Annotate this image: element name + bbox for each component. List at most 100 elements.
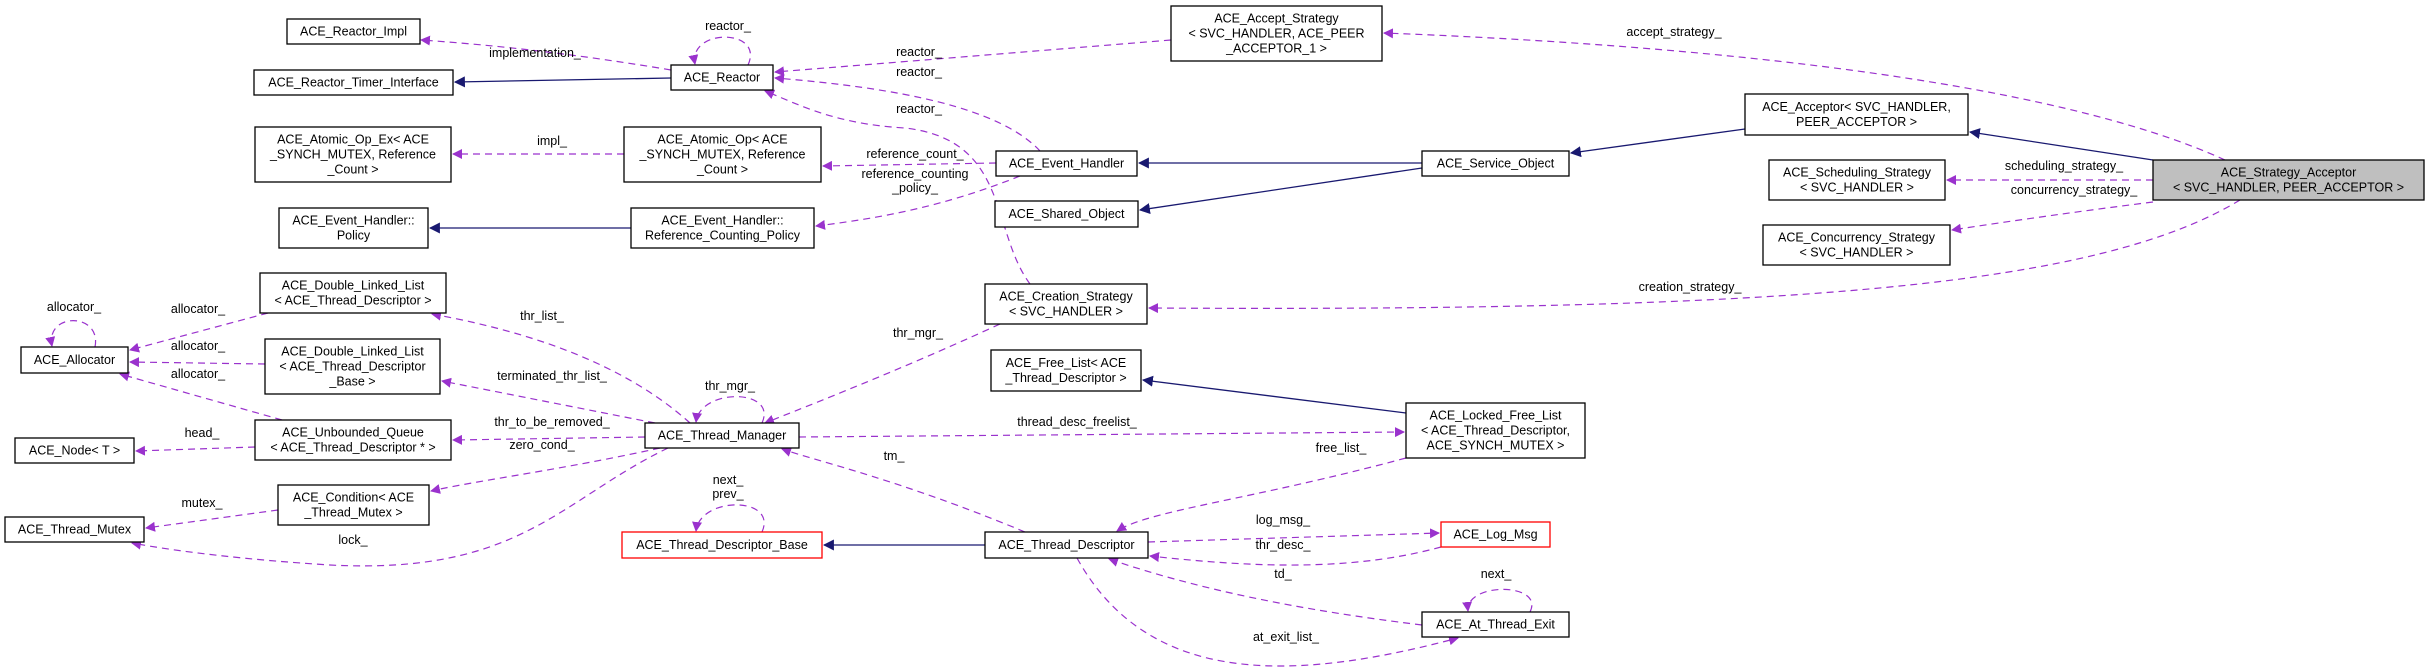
usage-edge-tdb-to-tdb: next_prev_ [692, 473, 765, 533]
usage-edge-atomic-to-atomic_ex: impl_ [452, 134, 624, 159]
node-label-line: ACE_Node< T > [29, 444, 120, 458]
edge-label: thread_desc_freelist_ [1017, 415, 1138, 429]
node-box[interactable] [2152, 159, 2425, 201]
class-node-dllb[interactable]: ACE_Double_Linked_List< ACE_Thread_Descr… [264, 338, 441, 395]
edge-label: prev_ [712, 487, 744, 501]
edge-line [1108, 557, 1423, 626]
usage-edge-dll-to-allocator: allocator_ [129, 302, 269, 353]
node-box[interactable] [278, 207, 429, 249]
edge-line [692, 396, 765, 424]
node-label-line: ACE_Allocator [34, 353, 115, 367]
class-node-atomic-ex[interactable]: ACE_Atomic_Op_Ex< ACE_SYNCH_MUTEX, Refer… [254, 126, 452, 183]
node-box[interactable] [990, 349, 1142, 392]
node-label-line: ACE_Scheduling_Strategy [1783, 166, 1932, 180]
class-node-reactor-impl[interactable]: ACE_Reactor_Impl [286, 18, 421, 45]
edge-label: reactor_ [896, 45, 943, 59]
node-box[interactable] [995, 150, 1138, 177]
node-label-line: _SYNCH_MUTEX, Reference [638, 148, 805, 162]
node-label-line: < SVC_HANDLER > [1800, 246, 1914, 260]
class-node-logmsg[interactable]: ACE_Log_Msg [1440, 521, 1551, 548]
node-box[interactable] [1421, 611, 1570, 638]
usage-edge-reactor-to-reactor_impl: implementation_ [420, 35, 672, 71]
class-node-mutex[interactable]: ACE_Thread_Mutex [4, 516, 145, 543]
node-box[interactable] [623, 126, 822, 183]
class-node-td[interactable]: ACE_Thread_Descriptor [984, 531, 1149, 559]
node-box[interactable] [264, 338, 441, 395]
edge-label: allocator_ [171, 302, 226, 316]
node-box[interactable] [14, 437, 135, 464]
node-box[interactable] [994, 200, 1139, 228]
edge-line [1968, 128, 2154, 161]
edge-line [420, 35, 672, 71]
usage-edge-creation-to-tm: thr_mgr_ [764, 323, 1001, 425]
class-node-sho[interactable]: ACE_Shared_Object [994, 200, 1139, 228]
class-node-accept[interactable]: ACE_Accept_Strategy< SVC_HANDLER, ACE_PE… [1170, 5, 1383, 62]
class-node-allocator[interactable]: ACE_Allocator [20, 346, 129, 374]
class-node-sched[interactable]: ACE_Scheduling_Strategy< SVC_HANDLER > [1768, 159, 1946, 201]
node-label-line: Policy [337, 229, 371, 243]
class-node-creation[interactable]: ACE_Creation_Strategy< SVC_HANDLER > [984, 283, 1148, 325]
class-node-atomic[interactable]: ACE_Atomic_Op< ACE_SYNCH_MUTEX, Referenc… [623, 126, 822, 183]
class-node-reactor[interactable]: ACE_Reactor [670, 64, 774, 91]
class-node-dll[interactable]: ACE_Double_Linked_List< ACE_Thread_Descr… [259, 272, 447, 314]
node-box[interactable] [644, 422, 800, 449]
edge-label: thr_to_be_removed_ [494, 415, 610, 429]
class-node-freelist[interactable]: ACE_Free_List< ACE_Thread_Descriptor > [990, 349, 1142, 392]
class-node-policy[interactable]: ACE_Event_Handler::Policy [278, 207, 429, 249]
edge-label: reactor_ [705, 19, 752, 33]
node-box[interactable] [621, 531, 823, 559]
class-node-cond[interactable]: ACE_Condition< ACE_Thread_Mutex > [277, 484, 430, 526]
inheritance-edge-so-to-sho [1138, 167, 1423, 214]
node-label-line: < SVC_HANDLER, PEER_ACCEPTOR > [2173, 181, 2404, 195]
node-box[interactable] [20, 346, 129, 374]
node-box[interactable] [277, 484, 430, 526]
node-box[interactable] [670, 64, 774, 91]
usage-edge-td-to-logmsg: log_msg_ [1147, 513, 1440, 543]
class-node-so[interactable]: ACE_Service_Object [1421, 150, 1570, 177]
node-box[interactable] [1768, 159, 1946, 201]
usage-edge-creation-to-reactor: reactor_ [764, 89, 1031, 285]
edge-line [1116, 457, 1407, 532]
edge-line [452, 434, 646, 445]
node-label-line: ACE_Free_List< ACE [1006, 356, 1127, 370]
class-node-tdb[interactable]: ACE_Thread_Descriptor_Base [621, 531, 823, 559]
node-box[interactable] [1170, 5, 1383, 62]
usage-edge-sa-to-accept: accept_strategy_ [1383, 25, 2226, 161]
class-node-rcp[interactable]: ACE_Event_Handler::Reference_Counting_Po… [630, 207, 815, 249]
class-node-tm[interactable]: ACE_Thread_Manager [644, 422, 800, 449]
edge-label: accept_strategy_ [1626, 25, 1722, 39]
class-node-ate[interactable]: ACE_At_Thread_Exit [1421, 611, 1570, 638]
edge-line [431, 310, 691, 424]
node-box[interactable] [1405, 402, 1586, 459]
node-box[interactable] [1440, 521, 1551, 548]
class-node-acceptor[interactable]: ACE_Acceptor< SVC_HANDLER,PEER_ACCEPTOR … [1744, 93, 1969, 136]
class-node-uq[interactable]: ACE_Unbounded_Queue< ACE_Thread_Descript… [254, 419, 452, 461]
node-box[interactable] [286, 18, 421, 45]
node-box[interactable] [630, 207, 815, 249]
inheritance-edge-sa-to-acceptor [1968, 128, 2154, 161]
node-box[interactable] [259, 272, 447, 314]
node-box[interactable] [1762, 224, 1951, 266]
class-node-conc[interactable]: ACE_Concurrency_Strategy< SVC_HANDLER > [1762, 224, 1951, 266]
node-box[interactable] [253, 69, 454, 96]
edge-line [145, 509, 279, 532]
class-node-node[interactable]: ACE_Node< T > [14, 437, 135, 464]
node-box[interactable] [254, 419, 452, 461]
node-box[interactable] [254, 126, 452, 183]
node-box[interactable] [1421, 150, 1570, 177]
class-node-sa[interactable]: ACE_Strategy_Acceptor< SVC_HANDLER, PEER… [2152, 159, 2425, 201]
usage-edge-tm-to-uq: thr_to_be_removed_ [452, 415, 646, 445]
node-box[interactable] [4, 516, 145, 543]
node-label-line: ACE_Double_Linked_List [281, 345, 424, 359]
class-node-timer[interactable]: ACE_Reactor_Timer_Interface [253, 69, 454, 96]
node-box[interactable] [1744, 93, 1969, 136]
nodes-layer: ACE_Reactor_ImplACE_Reactor_Timer_Interf… [4, 5, 2425, 638]
edge-label: reactor_ [896, 102, 943, 116]
class-node-eh[interactable]: ACE_Event_Handler [995, 150, 1138, 177]
node-box[interactable] [984, 283, 1148, 325]
usage-edge-dllb-to-allocator: allocator_ [129, 339, 266, 368]
usage-edge-td-to-tm: tm_ [781, 447, 1026, 533]
class-node-lfl[interactable]: ACE_Locked_Free_List< ACE_Thread_Descrip… [1405, 402, 1586, 459]
node-box[interactable] [984, 531, 1149, 559]
usage-edge-eh-to-atomic: reference_count_ [822, 147, 997, 171]
